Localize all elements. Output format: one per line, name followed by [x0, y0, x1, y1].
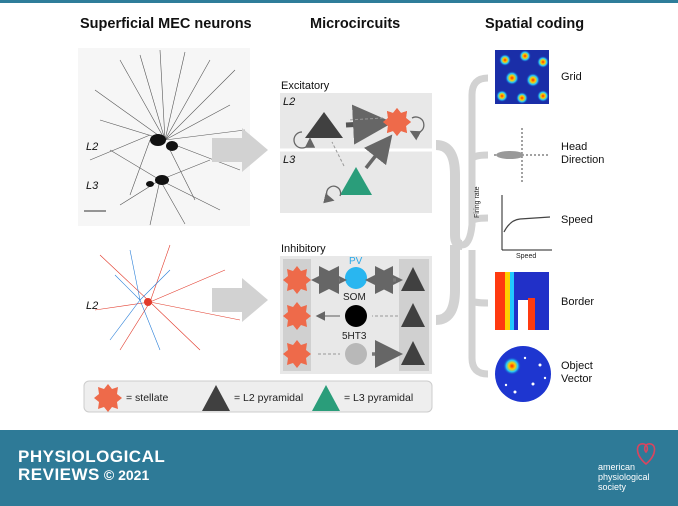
pv-interneuron — [345, 267, 367, 289]
excitatory-panel — [280, 93, 432, 213]
merge-bracket — [436, 145, 462, 320]
border-cell-map — [495, 272, 549, 330]
journal-brand: PHYSIOLOGICAL REVIEWS© 2021 — [18, 448, 165, 484]
mec-neuron-image — [78, 48, 250, 226]
firing-rate-axis-label: Firing rate — [474, 186, 481, 218]
excitatory-l3-label: L3 — [283, 154, 295, 166]
excitatory-l2-label: L2 — [283, 96, 295, 108]
legend-stellate-text: = stellate — [126, 392, 168, 404]
excitatory-title: Excitatory — [281, 80, 329, 92]
object-vector-map — [495, 346, 551, 402]
object-vector-label: Object Vector — [561, 360, 593, 386]
layer-label-l3: L3 — [86, 180, 98, 192]
layer-label-l2-bottom: L2 — [86, 300, 98, 312]
som-interneuron — [345, 305, 367, 327]
border-label: Border — [561, 296, 594, 308]
brand-line-2: REVIEWS — [18, 465, 100, 484]
legend-l3-pyramidal-text: = L3 pyramidal — [344, 392, 413, 404]
som-label: SOM — [343, 292, 366, 303]
head-direction-plot — [494, 128, 550, 182]
layer-label-l2: L2 — [86, 141, 98, 153]
5ht3-label: 5HT3 — [342, 331, 366, 342]
brand-year: © 2021 — [104, 467, 149, 483]
speed-axis-label: Speed — [516, 253, 536, 260]
arrow-to-inhibitory — [212, 278, 268, 322]
legend-stellate-icon — [94, 384, 122, 412]
grid-cell-map — [495, 50, 549, 104]
aps-society-text: american physiological society — [598, 462, 650, 492]
legend-l2-pyramidal-text: = L2 pyramidal — [234, 392, 303, 404]
inhibitory-title: Inhibitory — [281, 243, 326, 255]
fan-out-arrows — [462, 78, 488, 374]
brand-line-1: PHYSIOLOGICAL — [18, 448, 165, 466]
pv-label: PV — [349, 256, 362, 267]
speed-plot — [502, 195, 552, 250]
grid-label: Grid — [561, 71, 582, 83]
head-direction-label: Head Direction — [561, 141, 604, 167]
speed-label: Speed — [561, 214, 593, 226]
5ht3-interneuron — [345, 343, 367, 365]
